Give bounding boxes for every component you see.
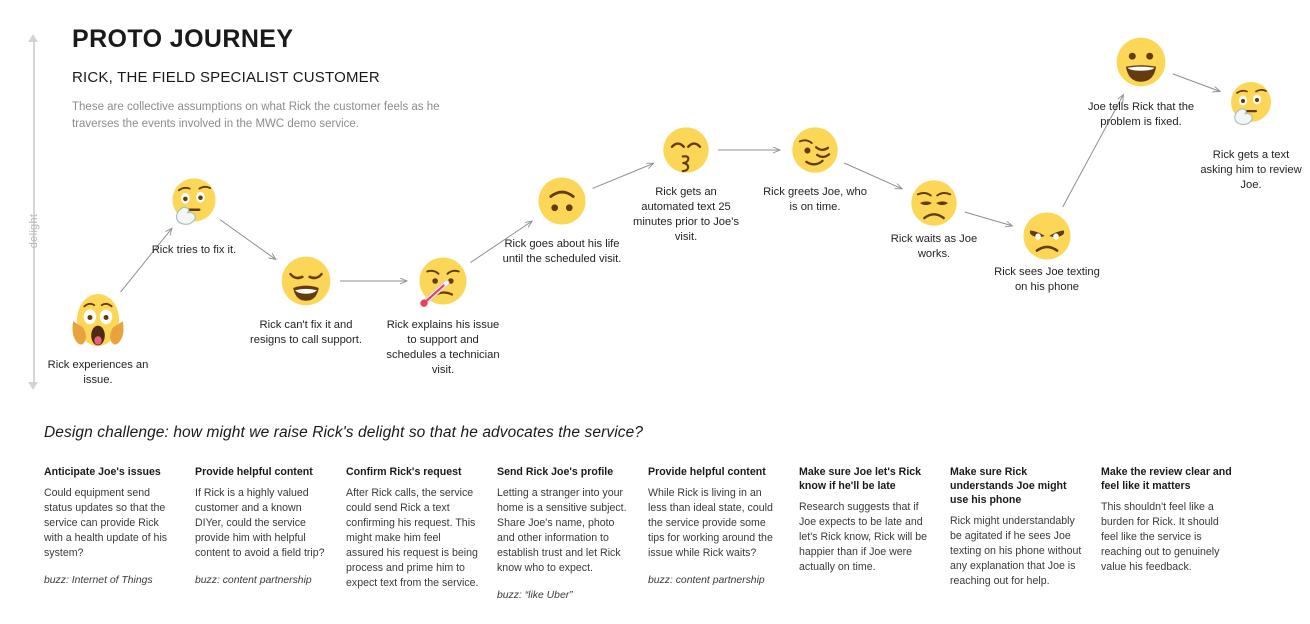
winking-face-icon: [788, 123, 842, 177]
idea-buzz: buzz: Internet of Things: [44, 575, 153, 587]
journey-arrow: [964, 211, 1013, 226]
idea-heading: Confirm Rick's request: [346, 466, 462, 478]
grinning-face-icon: [1112, 33, 1170, 91]
weary-face-icon: [277, 252, 335, 310]
journey-node-caption: Rick waits as Joe works.: [890, 233, 978, 261]
idea-column-8: Make the review clear and feel like it m…: [1101, 466, 1234, 604]
idea-body: After Rick calls, the service could send…: [346, 486, 479, 590]
journey-node-caption: Rick can't fix it and resigns to call su…: [250, 319, 362, 347]
thinking-face-icon: [1226, 78, 1276, 128]
journey-node-caption: Rick explains his issue to support and s…: [386, 319, 500, 377]
idea-heading: Make sure Joe let's Rick know if he'll b…: [799, 466, 922, 492]
journey-node-caption: Rick goes about his life until the sched…: [502, 238, 622, 266]
design-challenge: Design challenge: how might we raise Ric…: [44, 424, 644, 441]
idea-heading: Make sure Rick understands Joe might use…: [950, 466, 1067, 506]
axis-arrow-up-icon: [28, 34, 38, 42]
face-with-thermometer-icon: [415, 253, 471, 309]
idea-body: Could equipment send status updates so t…: [44, 486, 168, 560]
kissing-face-icon: [659, 123, 713, 177]
angry-face-icon: [1019, 208, 1075, 264]
axis-label: delight: [28, 213, 40, 249]
journey-node-caption: Rick sees Joe texting on his phone: [994, 266, 1100, 294]
axis-line: [33, 42, 35, 382]
page-subtitle: RICK, THE FIELD SPECIALIST CUSTOMER: [72, 68, 380, 86]
idea-buzz: buzz: content partnership: [195, 575, 312, 587]
axis-arrow-down-icon: [28, 382, 38, 390]
idea-body: If Rick is a highly valued customer and …: [195, 486, 325, 560]
face-screaming-icon: [67, 289, 129, 351]
idea-heading: Provide helpful content: [195, 466, 313, 478]
idea-heading: Provide helpful content: [648, 466, 766, 478]
journey-node-caption: Rick gets an automated text 25 minutes p…: [633, 186, 739, 244]
page-title: PROTO JOURNEY: [72, 25, 294, 53]
journey-node-caption: Rick gets a text asking him to review Jo…: [1200, 149, 1302, 192]
journey-node-caption: Joe tells Rick that the problem is fixed…: [1087, 101, 1195, 129]
header-blurb: These are collective assumptions on what…: [72, 101, 440, 130]
idea-buzz: buzz: “like Uber”: [497, 590, 573, 602]
journey-arrow: [120, 228, 172, 293]
idea-body: Research suggests that if Joe expects to…: [799, 500, 928, 574]
idea-body: This shouldn't feel like a burden for Ri…: [1101, 500, 1220, 574]
idea-body: While Rick is living in an less than ide…: [648, 486, 773, 560]
header: PROTO JOURNEY RICK, THE FIELD SPECIALIST…: [72, 25, 472, 132]
idea-body: Rick might understandably be agitated if…: [950, 514, 1082, 588]
journey-node-caption: Rick tries to fix it.: [151, 244, 237, 256]
upside-down-face-icon: [534, 173, 590, 229]
idea-heading: Send Rick Joe's profile: [497, 466, 614, 478]
journey-arrow: [1172, 73, 1220, 92]
idea-body: Letting a stranger into your home is a s…: [497, 486, 627, 575]
idea-buzz: buzz: content partnership: [648, 575, 765, 587]
idea-column-6: Make sure Joe let's Rick know if he'll b…: [799, 466, 932, 604]
idea-heading: Anticipate Joe's issues: [44, 466, 161, 478]
unamused-face-icon: [907, 176, 961, 230]
idea-heading: Make the review clear and feel like it m…: [1101, 466, 1232, 492]
journey-node-caption: Rick experiences an issue.: [47, 359, 149, 387]
thinking-face-icon: [167, 174, 221, 228]
idea-column-2: Provide helpful content If Rick is a high…: [195, 466, 328, 604]
idea-column-7: Make sure Rick understands Joe might use…: [950, 466, 1083, 604]
journey-node-caption: Rick greets Joe, who is on time.: [763, 186, 867, 214]
